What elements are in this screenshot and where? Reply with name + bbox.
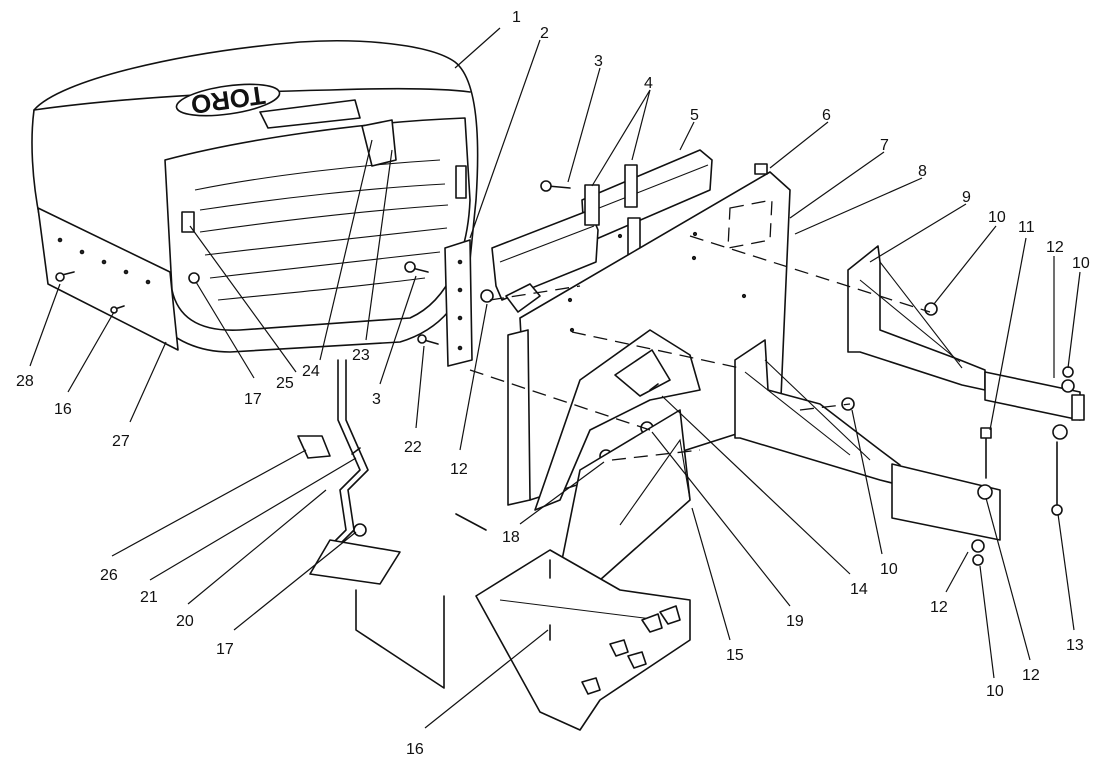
callout-20: 20	[176, 613, 194, 630]
callout-12-c: 12	[930, 599, 948, 616]
callout-8: 8	[918, 163, 927, 180]
callout-23: 23	[352, 347, 370, 364]
callout-4: 4	[644, 75, 653, 92]
callout-17-b: 17	[216, 641, 234, 658]
callout-3-b: 3	[372, 391, 381, 408]
callout-21: 21	[140, 589, 158, 606]
frame-9	[847, 245, 986, 391]
callout-13: 13	[1066, 637, 1084, 654]
handle-20	[329, 359, 361, 547]
callout-10-c: 10	[880, 561, 898, 578]
leader-lines	[29, 27, 1081, 729]
callout-26: 26	[100, 567, 118, 584]
callout-9: 9	[962, 189, 971, 206]
callout-14: 14	[850, 581, 868, 598]
callout-25: 25	[276, 375, 294, 392]
callout-1: 1	[512, 9, 521, 26]
callout-3: 3	[594, 53, 603, 70]
callout-10-d: 10	[986, 683, 1004, 700]
callout-5: 5	[690, 107, 699, 124]
callout-22: 22	[404, 439, 422, 456]
frame-lower	[734, 339, 901, 486]
callout-19: 19	[786, 613, 804, 630]
callout-16-a: 16	[54, 401, 72, 418]
callout-12-a: 12	[1046, 239, 1064, 256]
callout-28: 28	[16, 373, 34, 390]
callout-18: 18	[502, 529, 520, 546]
callout-27: 27	[112, 433, 130, 450]
callout-2: 2	[540, 25, 549, 42]
hopper-assembly: TORO	[31, 40, 479, 353]
callout-12-b: 12	[450, 461, 468, 478]
callout-17-a: 17	[244, 391, 262, 408]
callout-10-a: 10	[988, 209, 1006, 226]
callout-12-d: 12	[1022, 667, 1040, 684]
callout-7: 7	[880, 137, 889, 154]
bracket-2	[444, 239, 473, 367]
callout-24: 24	[302, 363, 320, 380]
lower-pan	[475, 549, 691, 731]
callout-labels: 1 2 3 4 5 6 7 8 9 10 11 12 10 28 16 27 1…	[16, 9, 1090, 758]
callout-16-b: 16	[406, 741, 424, 758]
callout-10-b: 10	[1072, 255, 1090, 272]
callout-11: 11	[1018, 219, 1035, 236]
callout-15: 15	[726, 647, 744, 664]
callout-6: 6	[822, 107, 831, 124]
